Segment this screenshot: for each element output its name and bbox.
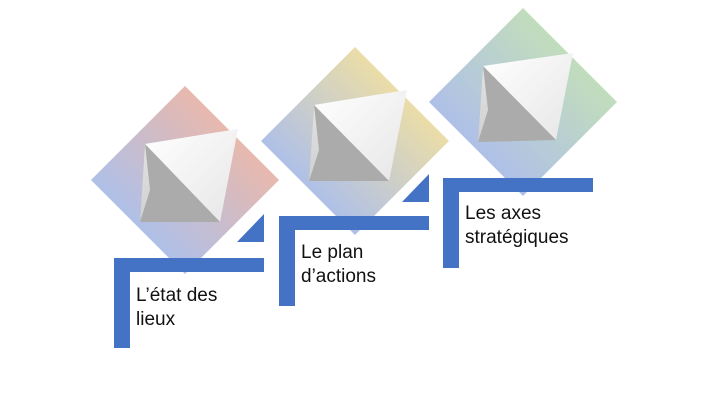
step-2-label-line1: Le plan	[301, 242, 364, 263]
step-2	[261, 47, 449, 306]
step-3	[429, 8, 617, 268]
step-2-arrow-notch	[402, 174, 429, 202]
step-3-label: Les axes stratégiques	[465, 202, 569, 250]
step-1-label: L’état des lieux	[136, 284, 217, 332]
step-2-gem-icon	[309, 90, 407, 181]
step-1-bracket	[114, 258, 264, 348]
step-1-gem-icon	[140, 129, 238, 222]
step-1-arrow-notch	[237, 214, 264, 242]
step-2-bracket	[279, 216, 429, 306]
step-1-label-line2: lieux	[136, 309, 176, 330]
step-3-gem-icon	[478, 53, 573, 142]
step-2-label-line2: d’actions	[301, 266, 376, 287]
step-2-label: Le plan d’actions	[301, 241, 376, 289]
step-3-label-line1: Les axes	[465, 203, 542, 224]
step-1-label-line1: L’état des	[136, 285, 218, 306]
step-1	[91, 86, 279, 348]
step-3-label-line2: stratégiques	[465, 227, 569, 248]
step-3-bracket	[443, 178, 593, 268]
